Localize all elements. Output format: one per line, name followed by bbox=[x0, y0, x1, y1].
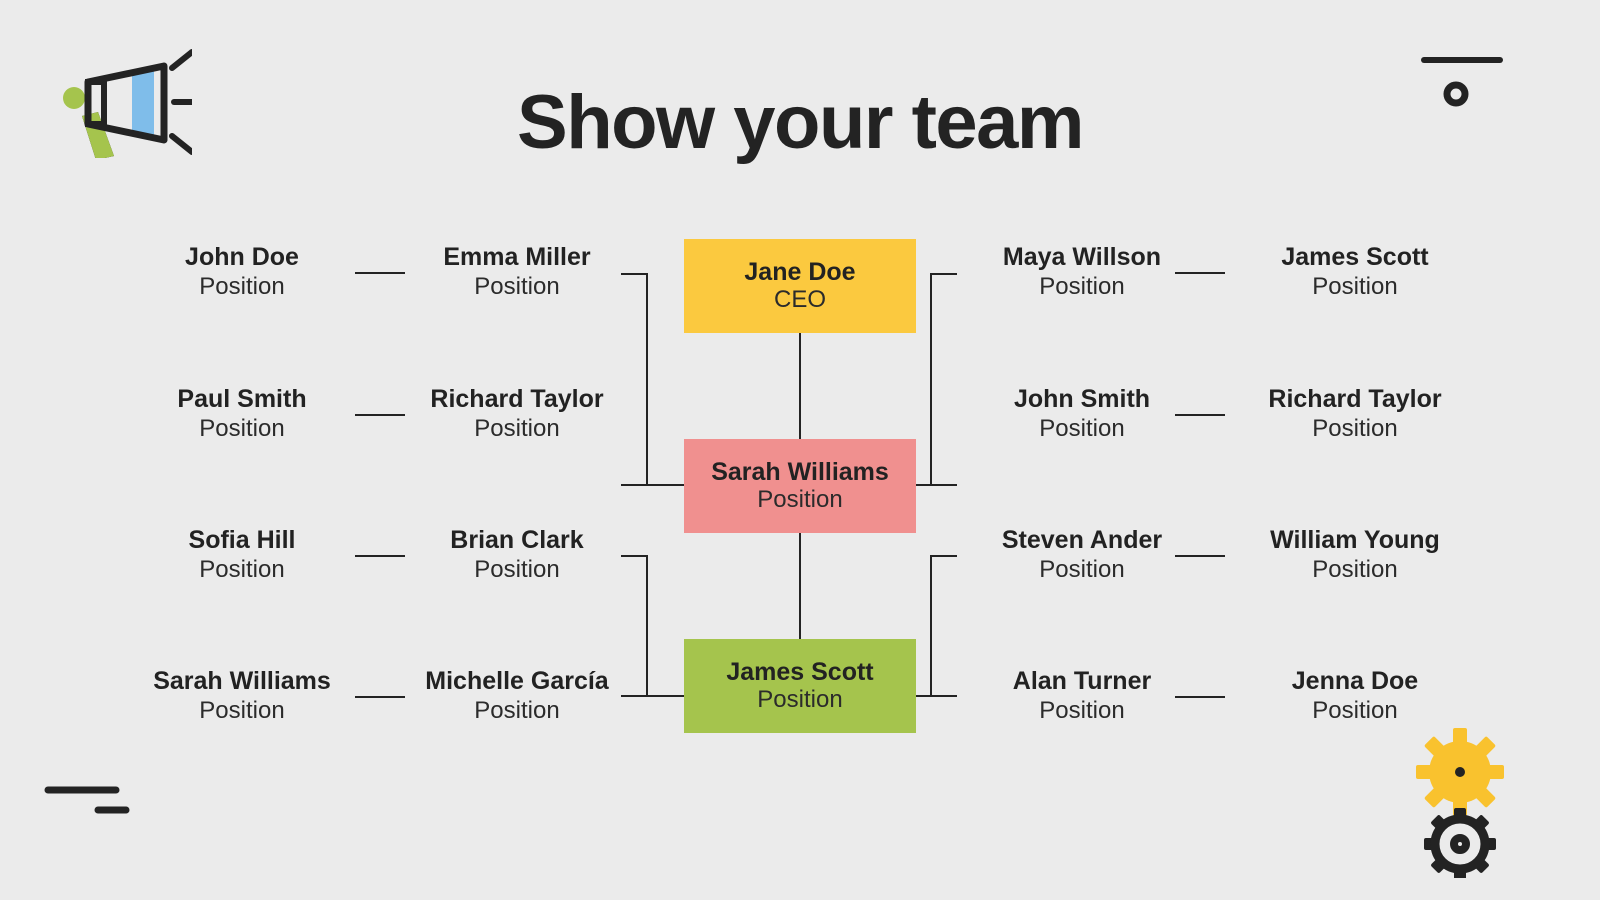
bracket-left-upper-stub-top bbox=[621, 273, 648, 275]
person-role: Position bbox=[1039, 555, 1125, 583]
gear-icon bbox=[1416, 728, 1504, 816]
person-left-inner-4[interactable]: Michelle García Position bbox=[392, 667, 642, 725]
org-node-name: James Scott bbox=[726, 658, 874, 687]
bracket-left-upper-join bbox=[646, 484, 686, 486]
bracket-right-lower-vertical bbox=[930, 555, 932, 697]
person-role: Position bbox=[1312, 272, 1398, 300]
person-right-outer-1[interactable]: James Scott Position bbox=[1230, 243, 1480, 301]
person-name: Maya Willson bbox=[1002, 243, 1162, 271]
person-name: Jenna Doe bbox=[1291, 667, 1419, 695]
trunk-ceo-to-mid bbox=[799, 333, 801, 439]
person-right-inner-3[interactable]: Steven Ander Position bbox=[957, 526, 1207, 584]
person-role: Position bbox=[1312, 555, 1398, 583]
bracket-right-lower-stub-top bbox=[930, 555, 957, 557]
person-left-inner-1[interactable]: Emma Miller Position bbox=[392, 243, 642, 301]
org-node-lower[interactable]: James Scott Position bbox=[684, 639, 916, 733]
person-name: Sarah Williams bbox=[153, 667, 331, 695]
bracket-left-lower-join bbox=[646, 695, 686, 697]
person-left-outer-4[interactable]: Sarah Williams Position bbox=[117, 667, 367, 725]
org-node-role: Position bbox=[757, 486, 843, 514]
person-role: Position bbox=[1039, 272, 1125, 300]
person-right-outer-4[interactable]: Jenna Doe Position bbox=[1230, 667, 1480, 725]
person-right-inner-4[interactable]: Alan Turner Position bbox=[957, 667, 1207, 725]
person-left-outer-2[interactable]: Paul Smith Position bbox=[117, 385, 367, 443]
org-node-name: Sarah Williams bbox=[711, 458, 889, 487]
person-role: Position bbox=[199, 414, 285, 442]
pair-dash-left-row-3 bbox=[355, 555, 405, 557]
person-left-inner-2[interactable]: Richard Taylor Position bbox=[392, 385, 642, 443]
person-right-outer-2[interactable]: Richard Taylor Position bbox=[1230, 385, 1480, 443]
pair-dash-left-row-1 bbox=[355, 272, 405, 274]
person-name: Paul Smith bbox=[177, 385, 307, 413]
trunk-mid-to-low bbox=[799, 533, 801, 639]
person-role: Position bbox=[1312, 696, 1398, 724]
two-bars-icon bbox=[44, 782, 134, 827]
org-node-middle[interactable]: Sarah Williams Position bbox=[684, 439, 916, 533]
person-right-inner-1[interactable]: Maya Willson Position bbox=[957, 243, 1207, 301]
bracket-right-upper-stub-bottom bbox=[930, 484, 957, 486]
pair-dash-left-row-4 bbox=[355, 696, 405, 698]
pair-dash-left-row-2 bbox=[355, 414, 405, 416]
person-name: Sofia Hill bbox=[188, 526, 296, 554]
person-name: William Young bbox=[1270, 526, 1440, 554]
pair-dash-right-row-2 bbox=[1175, 414, 1225, 416]
gear-outline-icon bbox=[1424, 808, 1496, 880]
person-role: Position bbox=[474, 555, 560, 583]
person-role: Position bbox=[1312, 414, 1398, 442]
gears-decoration bbox=[1398, 728, 1538, 883]
page-title: Show your team bbox=[517, 80, 1085, 165]
bracket-right-upper-stub-top bbox=[930, 273, 957, 275]
person-left-inner-3[interactable]: Brian Clark Position bbox=[392, 526, 642, 584]
person-name: Alan Turner bbox=[1012, 667, 1152, 695]
person-name: Steven Ander bbox=[1001, 526, 1163, 554]
org-node-name: Jane Doe bbox=[744, 258, 856, 287]
bracket-left-lower-stub-bottom bbox=[621, 695, 648, 697]
person-role: Position bbox=[199, 555, 285, 583]
person-right-inner-2[interactable]: John Smith Position bbox=[957, 385, 1207, 443]
person-role: Position bbox=[199, 272, 285, 300]
person-role: Position bbox=[1039, 414, 1125, 442]
person-name: Richard Taylor bbox=[430, 385, 604, 413]
person-role: Position bbox=[474, 414, 560, 442]
person-name: James Scott bbox=[1281, 243, 1429, 271]
person-role: Position bbox=[199, 696, 285, 724]
person-role: Position bbox=[1039, 696, 1125, 724]
person-role: Position bbox=[474, 272, 560, 300]
bracket-right-upper-vertical bbox=[930, 273, 932, 486]
pair-dash-right-row-1 bbox=[1175, 272, 1225, 274]
person-left-outer-1[interactable]: John Doe Position bbox=[117, 243, 367, 301]
megaphone-icon bbox=[52, 48, 201, 163]
person-name: Emma Miller bbox=[443, 243, 591, 271]
person-name: John Doe bbox=[185, 243, 299, 271]
pair-dash-right-row-4 bbox=[1175, 696, 1225, 698]
person-name: Brian Clark bbox=[450, 526, 584, 554]
bar-and-ring-icon bbox=[1420, 52, 1510, 117]
person-name: John Smith bbox=[1013, 385, 1151, 413]
person-name: Richard Taylor bbox=[1268, 385, 1442, 413]
person-role: Position bbox=[474, 696, 560, 724]
pair-dash-right-row-3 bbox=[1175, 555, 1225, 557]
bracket-left-upper-vertical bbox=[646, 273, 648, 486]
org-node-ceo[interactable]: Jane Doe CEO bbox=[684, 239, 916, 333]
bracket-left-upper-stub-bottom bbox=[621, 484, 648, 486]
bracket-left-lower-vertical bbox=[646, 555, 648, 697]
bracket-left-lower-stub-top bbox=[621, 555, 648, 557]
person-name: Michelle García bbox=[425, 667, 609, 695]
person-left-outer-3[interactable]: Sofia Hill Position bbox=[117, 526, 367, 584]
org-node-role: CEO bbox=[773, 286, 826, 314]
person-right-outer-3[interactable]: William Young Position bbox=[1230, 526, 1480, 584]
bracket-right-lower-stub-bottom bbox=[930, 695, 957, 697]
org-node-role: Position bbox=[757, 686, 843, 714]
